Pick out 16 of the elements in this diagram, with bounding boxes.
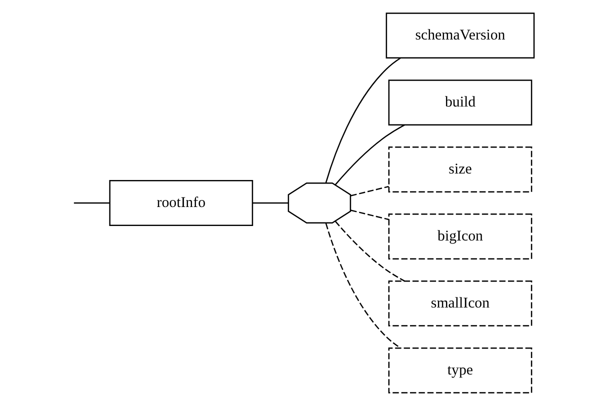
connector xyxy=(350,186,388,196)
connector xyxy=(350,210,388,220)
connector xyxy=(324,58,400,183)
node-box: smallIcon xyxy=(388,280,532,326)
node-box: size xyxy=(388,146,532,192)
node-box: type xyxy=(388,348,532,394)
connector xyxy=(73,202,109,204)
connector xyxy=(324,223,400,348)
connector xyxy=(334,220,404,282)
node-box: rootInfo xyxy=(108,180,253,226)
connector xyxy=(252,202,288,204)
node-box: schemaVersion xyxy=(385,12,534,58)
connector xyxy=(334,124,404,186)
node-octagon xyxy=(287,182,351,224)
node-box: build xyxy=(388,80,532,126)
node-box: bigIcon xyxy=(388,214,532,260)
